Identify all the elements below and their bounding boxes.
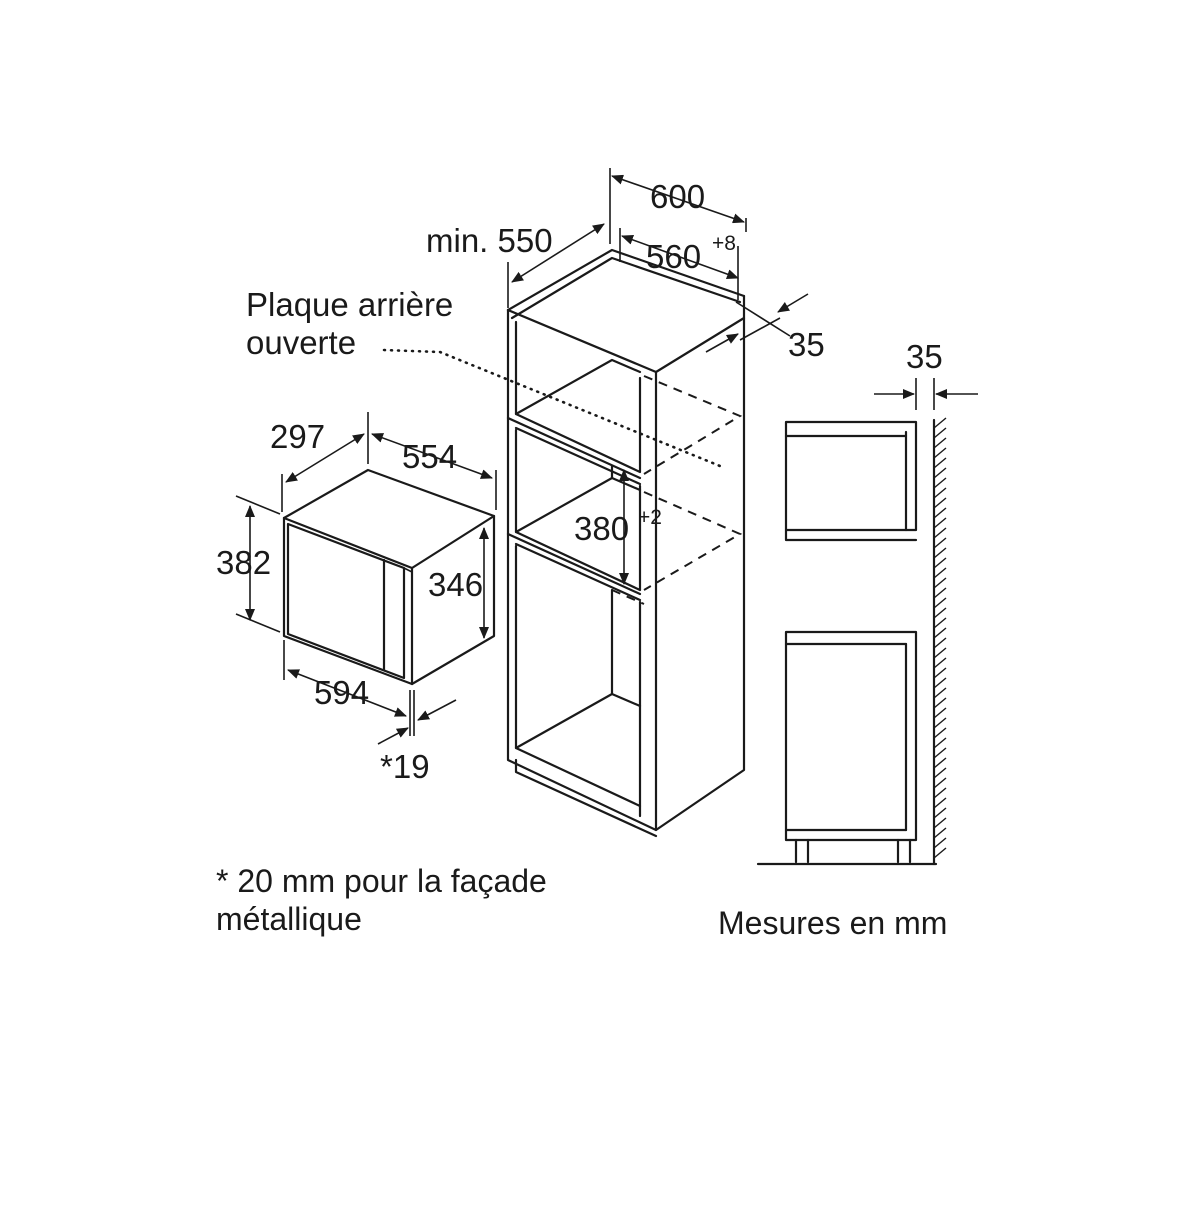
wall-hatch-line: [933, 757, 947, 769]
wall-hatch-line: [933, 727, 947, 739]
wall-hatch-line: [933, 457, 947, 469]
wall-hatch-line: [933, 637, 947, 649]
wall-hatch-line: [933, 747, 947, 759]
niche-width-tolerance: +8: [712, 232, 736, 255]
wall-hatch-line: [933, 627, 947, 639]
niche-width-label: 560: [646, 238, 701, 275]
cabinet-width-label: 600: [650, 178, 705, 215]
wall-hatch-line: [933, 567, 947, 579]
wall-hatch-line: [933, 697, 947, 709]
wall-hatch-line: [933, 767, 947, 779]
appliance-inner-width-label: 554: [402, 438, 457, 475]
appliance-height-label: 382: [216, 544, 271, 581]
cabinet-depth-label: min. 550: [426, 222, 553, 259]
wall-hatch-line: [933, 437, 947, 449]
wall-hatch-line: [933, 797, 947, 809]
wall-hatch-line: [933, 427, 947, 439]
wall-hatch-line: [933, 607, 947, 619]
wall-hatch-line: [933, 647, 947, 659]
wall-hatch-line: [933, 547, 947, 559]
wall-hatch-line: [933, 577, 947, 589]
cabinet-edge-label: 35: [788, 326, 825, 363]
niche-height-label: 380: [574, 510, 629, 547]
wall-hatch-line: [933, 447, 947, 459]
wall-hatch-line: [933, 597, 947, 609]
wall-hatch-line: [933, 507, 947, 519]
wall-hatch-line: [933, 677, 947, 689]
wall-hatch-line: [933, 477, 947, 489]
side-section-view: [756, 417, 947, 866]
wall-hatch-line: [933, 557, 947, 569]
wall-hatch-line: [933, 777, 947, 789]
wall-hatch-line: [933, 517, 947, 529]
tall-cabinet: [506, 248, 746, 838]
niche-height-tolerance: +2: [638, 506, 662, 529]
wall-hatch-line: [933, 657, 947, 669]
back-panel-label-line1: Plaque arrière: [246, 286, 453, 323]
wall-hatch-line: [933, 497, 947, 509]
wall-hatch-line: [933, 837, 947, 849]
wall-hatch-line: [933, 787, 947, 799]
side-gap-label: 35: [906, 338, 943, 375]
wall-hatch-line: [933, 617, 947, 629]
footnote-line1: * 20 mm pour la façade: [216, 863, 547, 899]
dimension-lines: [235, 168, 978, 745]
footnote-line2: métallique: [216, 901, 362, 937]
wall-hatch-line: [933, 817, 947, 829]
wall-hatch-line: [933, 467, 947, 479]
units-note: Mesures en mm: [718, 905, 947, 941]
wall-hatch-line: [933, 487, 947, 499]
wall-hatch-line: [933, 737, 947, 749]
wall-hatch-line: [933, 527, 947, 539]
wall-hatch-line: [933, 687, 947, 699]
wall-hatch-line: [933, 417, 947, 429]
wall-hatch-line: [933, 537, 947, 549]
wall-hatch-line: [933, 707, 947, 719]
wall-hatch-line: [933, 587, 947, 599]
wall-hatch-line: [933, 847, 947, 859]
back-panel-label-line2: ouverte: [246, 324, 356, 361]
wall-hatch-line: [933, 827, 947, 839]
wall-hatch-line: [933, 717, 947, 729]
appliance-depth-label: 297: [270, 418, 325, 455]
appliance-inner-height-label: 346: [428, 566, 483, 603]
wall-hatch-line: [933, 667, 947, 679]
appliance-width-label: 594: [314, 674, 369, 711]
wall-hatch-line: [933, 807, 947, 819]
front-thickness-label: *19: [380, 748, 430, 785]
